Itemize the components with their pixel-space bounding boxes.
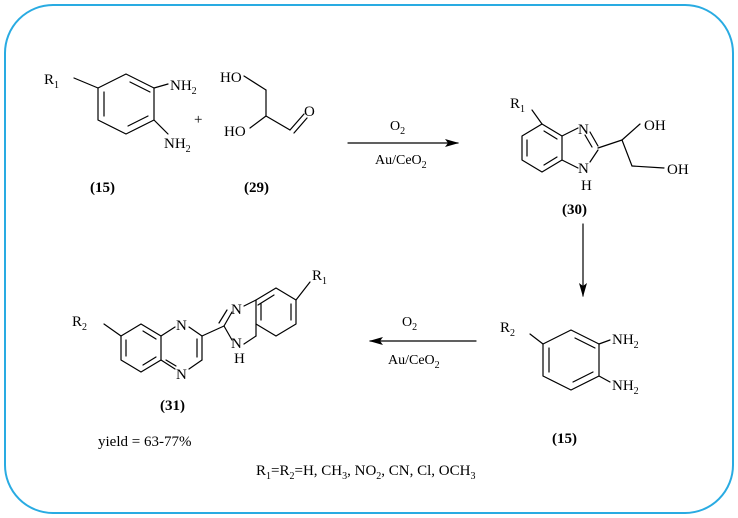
svg-text:NH2: NH2 [612,332,639,351]
svg-text:NH2: NH2 [612,378,639,397]
reaction-arrow-1: O2 Au/CeO2 [347,119,459,171]
svg-text:N: N [578,122,589,138]
svg-text:N: N [231,302,242,318]
svg-text:O: O [304,104,315,120]
compound-15-top: R1 NH2 NH2 (15) [44,72,197,196]
svg-text:Au/CeO2: Au/CeO2 [375,153,427,171]
svg-text:NH2: NH2 [164,136,191,155]
svg-text:H: H [581,178,592,194]
svg-text:OH: OH [667,162,689,178]
svg-text:R2: R2 [500,320,515,339]
scheme-frame [4,4,734,514]
plus-sign: + [194,112,202,128]
substituent-footnote: R1=R2=H, CH3, NO2, CN, Cl, OCH3 [256,463,475,482]
svg-text:H: H [234,351,245,367]
label-15-top: (15) [90,180,115,196]
svg-text:N: N [578,161,589,177]
svg-text:R2: R2 [72,314,87,333]
yield-text: yield = 63-77% [98,434,191,450]
svg-text:R1: R1 [44,72,59,91]
label-30: (30) [562,202,587,218]
svg-text:HO: HO [220,70,242,86]
svg-text:N: N [176,367,187,383]
svg-text:N: N [231,336,242,352]
svg-text:R1: R1 [510,96,525,115]
svg-text:O2: O2 [390,119,405,137]
compound-30: R1 N N H OH OH (30) [510,96,689,218]
label-31: (31) [160,398,185,414]
compound-15-right: R2 NH2 NH2 (15) [500,320,639,447]
label-29: (29) [244,180,269,196]
label-15-right: (15) [552,431,577,447]
reaction-arrow-2: O2 Au/CeO2 [369,315,477,371]
svg-text:R1: R1 [312,268,327,287]
svg-text:N: N [176,318,187,334]
svg-text:Au/CeO2: Au/CeO2 [388,353,440,371]
compound-31: R2 R1 N N N N H (31) [72,268,327,414]
compound-29: HO HO O (29) [220,70,315,196]
svg-text:HO: HO [224,124,246,140]
svg-text:NH2: NH2 [170,78,197,97]
svg-text:O2: O2 [402,315,417,333]
svg-text:OH: OH [644,118,666,134]
